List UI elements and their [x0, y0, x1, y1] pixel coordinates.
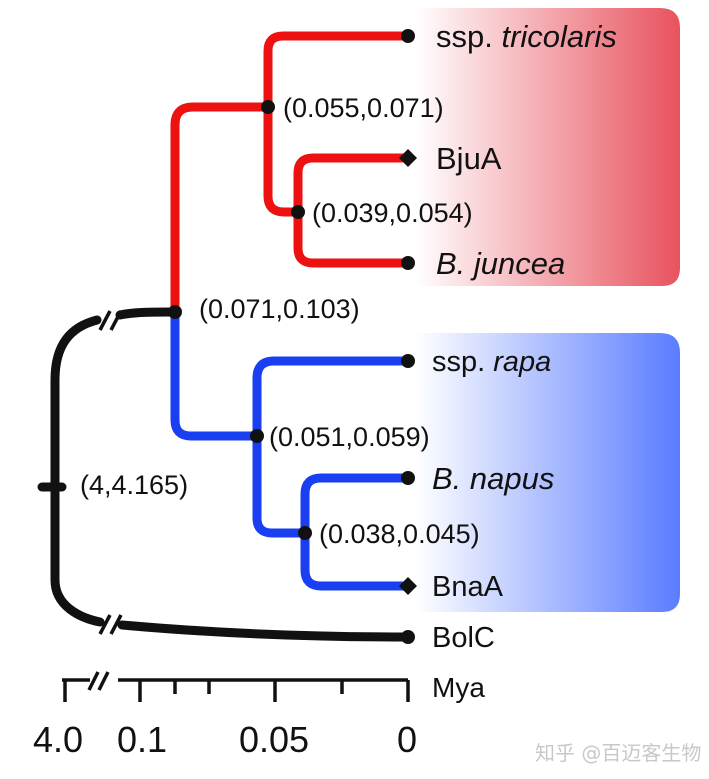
tip-label-bnaa: BnaA	[432, 571, 504, 603]
branch-break-marks	[98, 310, 123, 635]
node-label-napus-bnaa: (0.038,0.045)	[319, 519, 480, 549]
tip-marker-tricolaris	[401, 29, 415, 43]
watermark-text: 知乎 @百迈客生物	[535, 741, 702, 765]
red-clade-branches	[170, 31, 413, 317]
tip-marker-bolc	[401, 630, 415, 644]
node-label-tricolaris-bjua: (0.055,0.071)	[283, 93, 444, 123]
axis-unit-label: Mya	[432, 672, 485, 703]
node-marker-tricolaris-bjua	[261, 100, 275, 114]
node-label-root: (4,4.165)	[80, 470, 188, 500]
tip-marker-bjua-diamond	[399, 149, 417, 167]
tip-marker-bnaa-diamond	[399, 577, 417, 595]
time-axis	[62, 671, 410, 702]
axis-tick-label-4: 4.0	[33, 719, 83, 760]
node-marker-rapa-napus	[250, 429, 264, 443]
axis-tick-label-0.1: 0.1	[117, 719, 167, 760]
node-label-rapa-napus: (0.051,0.059)	[269, 422, 430, 452]
clade-a-highlight-red	[415, 8, 680, 286]
tip-label-bjua: BjuA	[436, 141, 502, 176]
tip-label-juncea: B. juncea	[436, 246, 565, 281]
node-marker-napus-bnaa	[298, 526, 312, 540]
node-label-bjua-juncea: (0.039,0.054)	[312, 198, 473, 228]
axis-tick-label-0: 0	[397, 719, 417, 760]
tip-marker-rapa	[401, 354, 415, 368]
node-label-ab-split: (0.071,0.103)	[199, 294, 360, 324]
tip-marker-juncea	[401, 256, 415, 270]
clade-a-highlight-blue	[415, 333, 680, 612]
tip-label-napus: B. napus	[432, 461, 554, 496]
tip-label-rapa: ssp. rapa	[432, 346, 551, 378]
node-marker-ab-split	[168, 305, 182, 319]
node-marker-bjua-juncea	[291, 205, 305, 219]
tip-label-tricolaris: ssp. tricolaris	[436, 19, 617, 54]
tip-marker-napus	[401, 471, 415, 485]
tip-label-bolc: BolC	[432, 622, 495, 654]
axis-tick-label-0.05: 0.05	[239, 719, 309, 760]
